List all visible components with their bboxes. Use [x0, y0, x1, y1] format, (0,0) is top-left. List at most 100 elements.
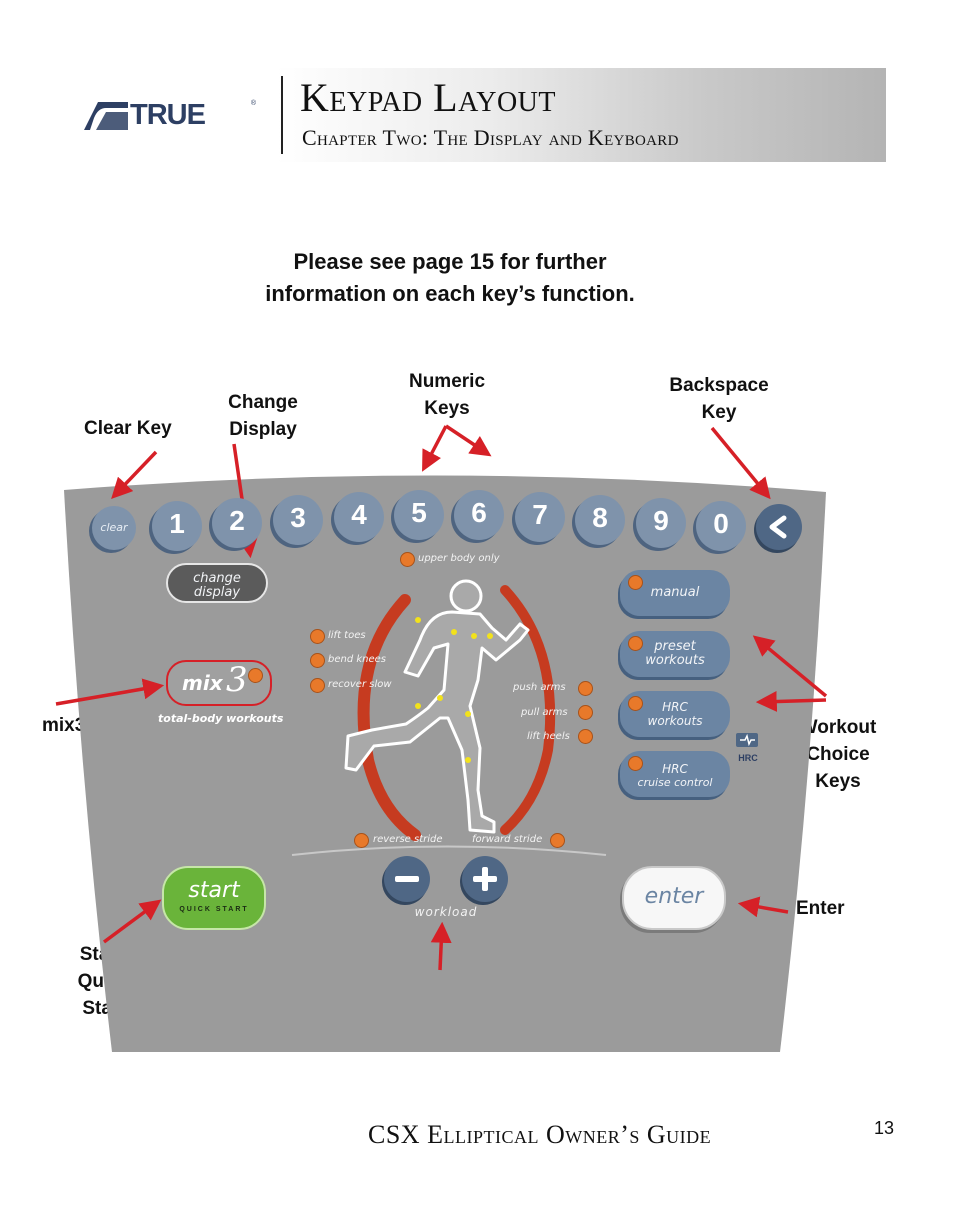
figure-ring [357, 594, 421, 841]
runner-figure [344, 579, 530, 834]
arrow-mix3 [55, 678, 165, 706]
callout-start-line-2: Quick [77, 971, 131, 992]
hrc-workouts-indicator-light [628, 696, 643, 711]
header-divider [281, 76, 283, 154]
clear-key-label: clear [100, 521, 128, 534]
mix3-button[interactable]: mix 3 [166, 660, 272, 706]
arrow-hrc [755, 690, 827, 712]
numeric-key-8[interactable]: 8 [575, 495, 625, 545]
callout-start-quick-start: Start/ Quick Start [62, 941, 146, 1022]
backspace-key[interactable] [756, 504, 802, 550]
arrow-clear-key [111, 450, 158, 500]
hrc-cruise-control-button[interactable]: HRC cruise control [620, 751, 730, 797]
numeric-key-9[interactable]: 9 [636, 498, 686, 548]
callout-change-display-line-2: Display [229, 419, 297, 440]
callout-mix3-text: mix3 [42, 715, 86, 736]
intro-line-2: information on each key’s function. [265, 281, 635, 306]
numeric-key-0[interactable]: 0 [696, 501, 746, 551]
arrow-start [102, 899, 162, 944]
callout-start-line-3: Start [82, 998, 126, 1019]
change-display-button[interactable]: change display [166, 563, 268, 603]
numeric-key-1-label: 1 [169, 508, 185, 539]
indicator-push-arms: push arms [513, 682, 566, 693]
numeric-key-5-label: 5 [411, 497, 427, 528]
callout-workout-choice-keys: Workout Choice Keys [784, 714, 892, 795]
indicator-recover-slow: recover slow [328, 679, 392, 690]
plus-icon [473, 867, 497, 891]
indicator-light-bend-knees [310, 653, 325, 668]
callout-numeric-keys-line-2: Keys [424, 398, 470, 419]
true-logo: TRUE ® [84, 100, 256, 130]
mix3-tagline: total-body workouts [158, 712, 284, 725]
change-display-line-2: display [193, 585, 241, 600]
callout-mix3: mix3 [42, 712, 85, 739]
hrc-badge: HRC [734, 732, 762, 763]
callout-enter-text: Enter [796, 898, 845, 919]
indicator-light-reverse-stride [354, 833, 369, 848]
numeric-key-4[interactable]: 4 [334, 492, 384, 542]
intro-text: Please see page 15 for further informati… [200, 246, 700, 310]
arrow-numeric-right [445, 424, 492, 457]
intro-line-1: Please see page 15 for further [293, 249, 607, 274]
backspace-arrow-icon [769, 515, 787, 539]
numeric-key-7-label: 7 [532, 499, 548, 530]
hrc-workouts-line-1: HRC [662, 700, 688, 714]
logo-wordmark: TRUE [130, 99, 206, 131]
callout-start-line-1: Start/ [79, 944, 129, 965]
arrow-backspace [710, 426, 771, 500]
callout-backspace-key-line-1: Backspace [669, 375, 769, 396]
chapter-subtitle: Chapter Two: The Display and Keyboard [302, 125, 679, 150]
callout-numeric-keys: Numeric Keys [398, 368, 496, 422]
callout-backspace-key-line-2: Key [701, 402, 737, 423]
numeric-key-7[interactable]: 7 [515, 492, 565, 542]
manual-indicator-light [628, 575, 643, 590]
indicator-light-forward-stride [550, 833, 565, 848]
callout-clear-key: Clear Key [84, 415, 172, 442]
callout-workout-choice-line-1: Workout [799, 717, 877, 738]
footer-guide-title: CSX Elliptical Owner’s Guide [368, 1120, 712, 1149]
manual-button[interactable]: manual [620, 570, 730, 616]
hrc-workouts-button[interactable]: HRC workouts [620, 691, 730, 737]
mix3-indicator-light [248, 668, 263, 683]
registered-mark: ® [250, 100, 256, 107]
numeric-key-8-label: 8 [592, 502, 608, 533]
indicator-upper-body-only: upper body only [418, 553, 500, 564]
hrc-badge-label: HRC [738, 753, 758, 763]
indicator-pull-arms: pull arms [521, 707, 568, 718]
numeric-key-3[interactable]: 3 [273, 495, 323, 545]
page-number: 13 [874, 1118, 895, 1138]
indicator-lift-toes: lift toes [328, 630, 366, 641]
callout-clear-key-text: Clear Key [84, 418, 172, 439]
numeric-key-4-label: 4 [351, 499, 367, 530]
hrc-workouts-line-2: workouts [647, 714, 703, 728]
numeric-key-3-label: 3 [290, 502, 306, 533]
numeric-key-6[interactable]: 6 [454, 490, 504, 540]
start-label: start [188, 878, 240, 903]
numeric-key-6-label: 6 [471, 497, 487, 528]
callout-change-display: Change Display [216, 389, 310, 443]
quick-start-label: QUICK START [179, 906, 249, 913]
heart-rate-icon [736, 733, 758, 747]
numeric-key-2[interactable]: 2 [212, 498, 262, 548]
numeric-key-5[interactable]: 5 [394, 490, 444, 540]
clear-key[interactable]: clear [92, 506, 136, 550]
preset-workouts-button[interactable]: preset workouts [620, 631, 730, 677]
muscle-dots [415, 617, 493, 763]
callout-change-display-line-1: Change [228, 392, 298, 413]
header-band [276, 68, 886, 162]
indicator-lift-heels: lift heels [527, 731, 570, 742]
workload-decrease-button[interactable] [384, 856, 430, 902]
workload-increase-button[interactable] [462, 856, 508, 902]
indicator-forward-stride: forward stride [472, 834, 543, 845]
numeric-key-1[interactable]: 1 [152, 501, 202, 551]
arrow-workload [430, 921, 452, 971]
indicator-light-lift-heels [578, 729, 593, 744]
page-title: Keypad Layout [300, 75, 557, 120]
preset-workouts-indicator-light [628, 636, 643, 651]
enter-button[interactable]: enter [622, 866, 726, 930]
minus-icon [395, 876, 419, 882]
numeric-key-0-label: 0 [713, 508, 729, 539]
arrow-enter [737, 896, 789, 918]
start-button[interactable]: start QUICK START [162, 866, 266, 930]
